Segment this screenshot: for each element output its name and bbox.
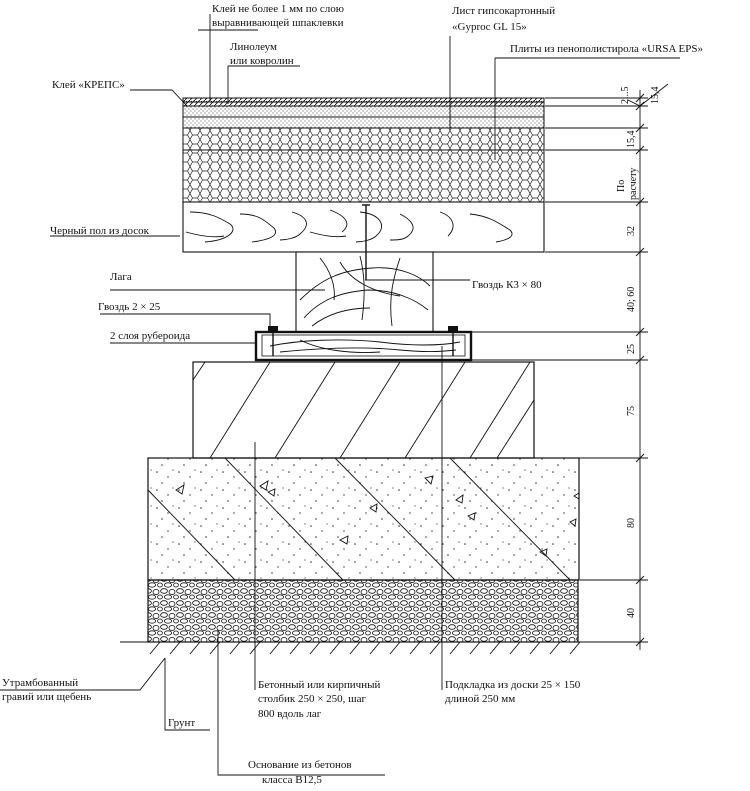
label-post-1: Бетонный или кирпичный (258, 679, 380, 691)
label-pad-2: длиной 250 мм (445, 693, 515, 705)
dimension-chain (435, 83, 669, 650)
aggregate-triangles (175, 475, 580, 557)
rough-floor-boards (182, 201, 545, 253)
label-gypsum-sheet-1: Лист гипсокартонный (452, 5, 555, 17)
wood-grain (185, 209, 513, 243)
label-gypsum-sheet-2: «Gyproc GL 15» (452, 21, 527, 33)
ground-hatch (120, 641, 600, 655)
label-rough-floor: Черный пол из досок (50, 225, 150, 237)
label-glue-levelling-2: выравнивающей шпаклевки (212, 17, 344, 29)
dim-calc-1: По (616, 180, 627, 192)
label-linoleum-2: или ковролин (230, 55, 294, 67)
label-base-1: Основание из бетонов (248, 759, 352, 771)
floor-layers (182, 97, 545, 253)
label-nail-2x25: Гвоздь 2 × 25 (98, 301, 161, 313)
dim-2-5: 2...5 (620, 87, 631, 105)
label-glue-kreps: Клей «КРЕПС» (52, 79, 125, 91)
dim-15-4-top: 15,4 (650, 87, 661, 105)
dim-calc-2: расчету (628, 168, 639, 200)
dim-75: 75 (626, 406, 637, 416)
dim-25: 25 (626, 344, 637, 354)
dim-80: 80 (626, 518, 637, 528)
label-soil: Грунт (168, 717, 195, 729)
dim-32: 32 (626, 226, 637, 236)
nail-head-right (448, 326, 458, 332)
label-foam-plates: Плиты из пенополистирола «URSA EPS» (510, 43, 703, 55)
dim-40-60: 40; 60 (626, 287, 637, 312)
label-compacted-gravel-1: Утрамбованный (2, 677, 78, 689)
label-nail-k3: Гвоздь К3 × 80 (472, 279, 542, 291)
leader-lines (0, 14, 680, 776)
dim-40: 40 (626, 608, 637, 618)
foam-board-upper (182, 127, 545, 151)
label-post-2: столбик 250 × 250, шаг (258, 693, 367, 705)
label-compacted-gravel-2: гравий или щебень (2, 691, 91, 703)
concrete-base (147, 457, 580, 581)
label-pad-1: Подкладка из доски 25 × 150 (445, 679, 581, 691)
dim-15-4: 15,4 (626, 131, 637, 149)
label-base-2: класса В12,5 (262, 774, 322, 786)
label-joist: Лага (110, 271, 132, 283)
gravel-layer (147, 579, 579, 643)
label-glue-levelling-1: Клей не более 1 мм по слою (212, 3, 344, 15)
foam-board-layer (182, 149, 545, 203)
nail-head-left (268, 326, 278, 332)
post (192, 361, 535, 459)
roofing-felt-and-pad (254, 326, 473, 362)
label-post-3: 800 вдоль лаг (258, 708, 322, 720)
label-linoleum-1: Линолеум (230, 41, 277, 53)
label-roofing-felt: 2 слоя рубероида (110, 330, 190, 342)
